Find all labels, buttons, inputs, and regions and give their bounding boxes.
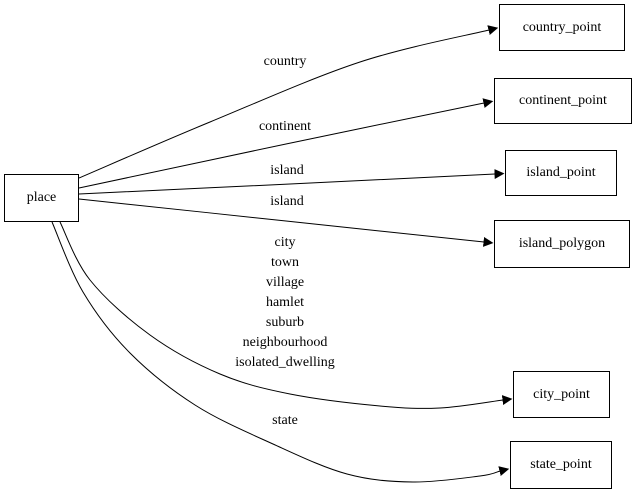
node-island-polygon-label: island_polygon — [518, 236, 606, 251]
edge-place-to-city_point — [59, 221, 513, 409]
node-island-point: island_point — [505, 150, 617, 196]
edge-place-to-country_point — [78, 25, 499, 179]
edge-label-continent: continent — [258, 119, 312, 134]
edge-place-to-island_point — [78, 169, 505, 195]
node-state-point-label: state_point — [530, 457, 592, 472]
node-place: place — [4, 174, 79, 222]
node-country-point: country_point — [499, 4, 625, 51]
node-continent-point: continent_point — [494, 78, 632, 124]
edge-place-to-state_point — [51, 221, 510, 483]
node-city-point-label: city_point — [533, 386, 590, 402]
node-city-point: city_point — [513, 371, 610, 418]
edge-label-island-point: island — [270, 163, 304, 178]
edge-label-island-polygon: island — [270, 194, 304, 209]
node-country-point-label: country_point — [522, 19, 602, 35]
edge-place-to-continent_point — [78, 98, 494, 189]
edge-label-city-types: city town village hamlet suburb neighbou… — [235, 235, 335, 370]
node-continent-point-label: continent_point — [519, 93, 607, 108]
edge-label-state: state — [272, 413, 298, 428]
node-state-point: state_point — [510, 441, 612, 489]
node-place-label: place — [26, 190, 57, 205]
edge-label-country: country — [263, 54, 307, 69]
node-island-point-label: island_point — [526, 165, 596, 180]
edge-place-to-island_polygon — [78, 198, 494, 247]
node-island-polygon: island_polygon — [494, 220, 630, 268]
